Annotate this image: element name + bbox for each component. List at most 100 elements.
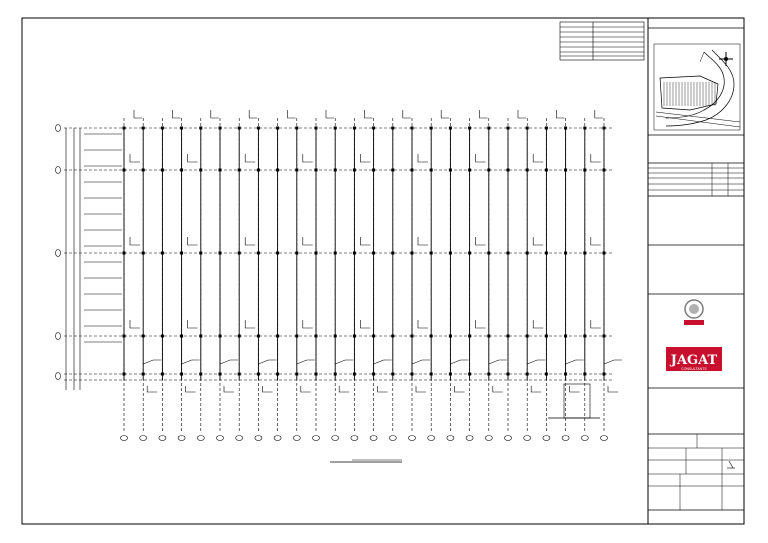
column-marker [256,126,260,130]
column-marker [141,372,145,376]
column-marker [218,251,222,255]
grid-bubble-bottom [561,435,570,441]
column-marker [410,251,414,255]
column-marker [180,168,184,172]
grid-bubble-bottom [504,435,512,441]
footing-tag [402,110,411,119]
column-marker [410,372,414,376]
column-marker [429,334,433,338]
column-marker [141,168,145,172]
grid-bubble-bottom [273,435,282,441]
column-marker [487,168,491,172]
column-marker [602,168,606,172]
column-marker [583,126,587,130]
column-marker [295,168,299,172]
bottom-tag [335,359,354,365]
column-marker [602,334,606,338]
column-marker [602,126,606,130]
column-marker [391,168,395,172]
column-marker [333,251,337,255]
section-tag [417,320,428,329]
bottom-tag [607,386,618,393]
column-marker [237,372,241,376]
bottom-tag [146,386,158,393]
column-marker [448,372,452,376]
column-marker [333,168,337,172]
column-marker [506,334,510,338]
column-marker [429,372,433,376]
section-tag [244,154,256,163]
grid-bubble-bottom [254,435,263,441]
column-marker [468,372,472,376]
column-marker [333,372,337,376]
column-marker [506,168,510,172]
column-marker [564,334,568,338]
column-marker [295,251,299,255]
column-marker [276,334,280,338]
column-marker [372,372,376,376]
bottom-tag [603,359,622,365]
column-marker [564,168,568,172]
column-marker [391,251,395,255]
column-marker [487,372,491,376]
column-marker [276,372,280,376]
bottom-tag [185,386,196,393]
column-marker [218,334,222,338]
bottom-tag [300,386,311,393]
section-tag [360,154,371,163]
column-marker [276,126,280,130]
grid-bubble-bottom [427,435,436,441]
section-tag [475,154,486,163]
footing-tag [248,110,258,119]
column-marker [256,334,260,338]
section-tag [360,237,371,246]
column-marker [525,372,529,376]
column-marker [256,251,260,255]
column-marker [544,334,548,338]
column-marker [506,372,510,376]
column-marker [237,126,241,130]
column-marker [487,334,491,338]
section-tag [302,320,313,329]
grid-bubble-bottom [331,435,340,441]
column-marker [237,334,241,338]
structural-grid [55,110,622,441]
column-marker [583,334,587,338]
column-marker [506,251,510,255]
column-marker [180,372,184,376]
section-tag [475,237,486,246]
column-marker [583,372,587,376]
column-marker [468,334,472,338]
column-marker [160,334,164,338]
column-marker [122,168,126,172]
bottom-tag [492,386,503,393]
grid-bubble-bottom [542,435,551,441]
grid-bubble-bottom [235,435,243,441]
column-marker [218,372,222,376]
section-tag [590,154,601,163]
column-marker [487,251,491,255]
grid-bubble-bottom [350,435,359,441]
section-tag [532,237,544,246]
grid-bubble-bottom [580,435,589,441]
bottom-tag [565,359,584,365]
column-marker [333,126,337,130]
bottom-tag [411,359,430,365]
column-marker [544,168,548,172]
column-marker [352,334,356,338]
column-marker [199,372,203,376]
footing-tag [325,110,334,119]
revision-table [559,21,645,61]
column-marker [448,126,452,130]
certification-seal-icon [684,299,704,325]
grid-bubble-left [55,124,61,132]
company-logo-text: JAGAT [670,353,718,368]
column-marker [544,251,548,255]
column-marker [199,251,203,255]
key-plan [653,43,741,131]
column-marker [352,372,356,376]
column-marker [141,251,145,255]
scale-bar [330,459,402,463]
section-tag [302,237,313,246]
